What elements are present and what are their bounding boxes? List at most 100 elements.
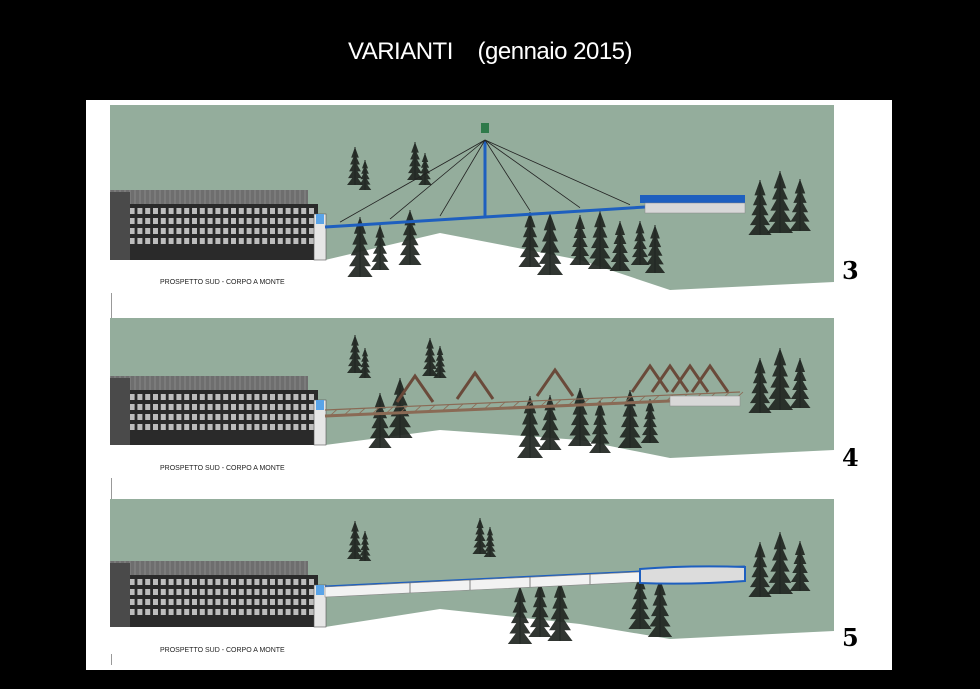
building-window <box>309 414 314 420</box>
building-window <box>184 579 190 585</box>
building-window <box>309 589 314 595</box>
building-window <box>215 208 221 214</box>
building-window <box>285 238 291 244</box>
building-window <box>184 599 190 605</box>
building-window <box>168 238 174 244</box>
building-window <box>207 599 213 605</box>
building-window <box>262 228 268 234</box>
building-window <box>192 238 197 244</box>
building-window <box>168 609 174 615</box>
building-window <box>129 589 135 595</box>
building-window <box>254 579 260 585</box>
building-roof <box>110 376 308 390</box>
building-window <box>270 589 275 595</box>
building-window <box>238 228 244 234</box>
building-window <box>137 414 143 420</box>
building-window <box>231 228 236 234</box>
building-window <box>270 394 275 400</box>
building-window <box>246 609 252 615</box>
building-window <box>207 404 213 410</box>
building-window <box>137 599 143 605</box>
building-window <box>254 414 260 420</box>
building-window <box>309 424 314 430</box>
building-window <box>168 218 174 224</box>
stay-cable <box>484 139 631 206</box>
building-window <box>277 404 283 410</box>
building-window <box>309 394 314 400</box>
building-window <box>184 609 190 615</box>
building-window <box>207 228 213 234</box>
building-window <box>231 394 236 400</box>
building-window <box>262 599 268 605</box>
building-window <box>301 609 307 615</box>
building-window <box>309 579 314 585</box>
building-window <box>129 424 135 430</box>
building-window <box>199 599 205 605</box>
building-window <box>277 238 283 244</box>
stair-tower <box>110 192 130 260</box>
building-window <box>145 424 151 430</box>
building-window <box>262 424 268 430</box>
variant-number-5: 5 <box>842 623 859 652</box>
building-window <box>285 218 291 224</box>
building-window <box>301 208 307 214</box>
elevation-drawing-4 <box>110 318 834 478</box>
truss-web <box>567 398 576 406</box>
building-window <box>293 579 299 585</box>
building-window <box>199 208 205 214</box>
building-window <box>145 218 151 224</box>
building-window <box>277 414 283 420</box>
building-window <box>301 218 307 224</box>
building-window <box>293 424 299 430</box>
page-title: VARIANTI (gennaio 2015) <box>347 38 633 65</box>
variant-number-4: 4 <box>842 443 859 472</box>
truss-web <box>329 409 338 417</box>
building-window <box>168 394 174 400</box>
truss-web <box>595 397 604 405</box>
truss-web <box>581 398 590 406</box>
building-window <box>137 589 143 595</box>
building-window <box>270 424 275 430</box>
panel-caption-5: PROSPETTO SUD - CORPO A MONTE <box>160 647 285 654</box>
building-window <box>293 228 299 234</box>
building-window <box>309 208 314 214</box>
building-window <box>293 218 299 224</box>
truss-web <box>637 395 646 403</box>
building-window <box>301 404 307 410</box>
building-window <box>277 589 283 595</box>
building-window <box>176 414 182 420</box>
building-window <box>215 394 221 400</box>
building-window <box>153 609 158 615</box>
building-window <box>137 208 143 214</box>
building-window <box>129 228 135 234</box>
building-window <box>285 589 291 595</box>
building-window <box>145 589 151 595</box>
building-window <box>184 414 190 420</box>
building-window <box>207 609 213 615</box>
building-window <box>246 599 252 605</box>
truss-web <box>497 401 506 409</box>
building-window <box>153 599 158 605</box>
stay-cable <box>339 139 486 223</box>
building-window <box>254 208 260 214</box>
building-window <box>168 404 174 410</box>
building-window <box>231 218 236 224</box>
building-window <box>176 424 182 430</box>
building-window <box>246 208 252 214</box>
pylon-flag <box>481 123 489 133</box>
building-window <box>168 589 174 595</box>
building-window <box>215 589 221 595</box>
building-window <box>199 218 205 224</box>
truss-web <box>385 406 394 414</box>
building-window <box>277 424 283 430</box>
building-window <box>168 228 174 234</box>
building-window <box>262 218 268 224</box>
building-window <box>129 609 135 615</box>
building-window <box>129 208 135 214</box>
truss-peak <box>535 367 575 397</box>
bridge-station-roof <box>640 195 745 203</box>
building-window <box>231 424 236 430</box>
building-window <box>215 218 221 224</box>
building-window <box>238 218 244 224</box>
building-window <box>137 609 143 615</box>
